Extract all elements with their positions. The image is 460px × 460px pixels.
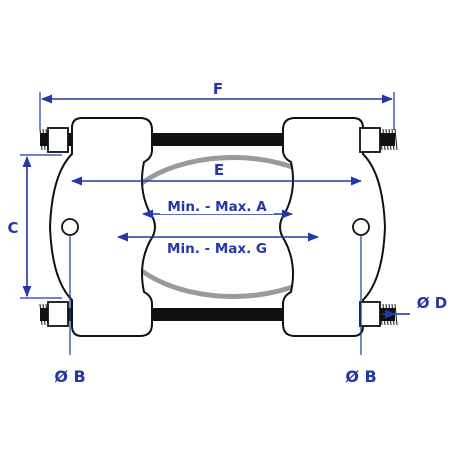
- dimension-f: F: [39, 80, 395, 130]
- dimension-g: Min. - Max. G: [116, 232, 320, 257]
- label-e: E: [214, 161, 224, 179]
- label-b-left: Ø B: [54, 367, 85, 386]
- left-jaw-hole: [61, 218, 79, 236]
- nuts: [47, 127, 381, 327]
- nut-lower-right: [359, 301, 381, 327]
- thread-mark: [39, 128, 43, 151]
- right-jaw-hole: [352, 218, 370, 236]
- thread-mark: [382, 128, 386, 151]
- left-jaw: [48, 117, 156, 337]
- label-d: Ø D: [417, 294, 447, 312]
- nut-lower-left: [47, 301, 69, 327]
- dimension-d: Ø D: [382, 294, 447, 319]
- dimension-a: Min. - Max. A: [141, 196, 294, 219]
- thread-mark: [385, 128, 389, 151]
- left-jaw-body: [48, 117, 156, 337]
- right-jaw-body: [279, 117, 387, 337]
- thread-marks: [39, 128, 398, 326]
- dimension-e: E: [70, 161, 363, 186]
- ring-inner: [118, 160, 348, 294]
- label-f: F: [213, 80, 223, 98]
- thread-mark: [388, 128, 392, 151]
- right-jaw: [279, 117, 387, 337]
- dimension-b-right: Ø B: [345, 236, 377, 386]
- dimension-c: C: [7, 154, 62, 299]
- label-a: Min. - Max. A: [167, 199, 267, 215]
- nut-upper-right: [359, 127, 381, 153]
- nut-upper-left: [47, 127, 69, 153]
- label-g: Min. - Max. G: [167, 241, 267, 257]
- thread-mark: [42, 128, 46, 151]
- thread-mark: [391, 128, 395, 151]
- thread-mark: [39, 303, 43, 326]
- dimension-b-left: Ø B: [54, 236, 86, 386]
- label-b-right: Ø B: [345, 367, 376, 386]
- thread-mark: [394, 128, 398, 151]
- thread-mark: [42, 303, 46, 326]
- label-c: C: [7, 219, 18, 237]
